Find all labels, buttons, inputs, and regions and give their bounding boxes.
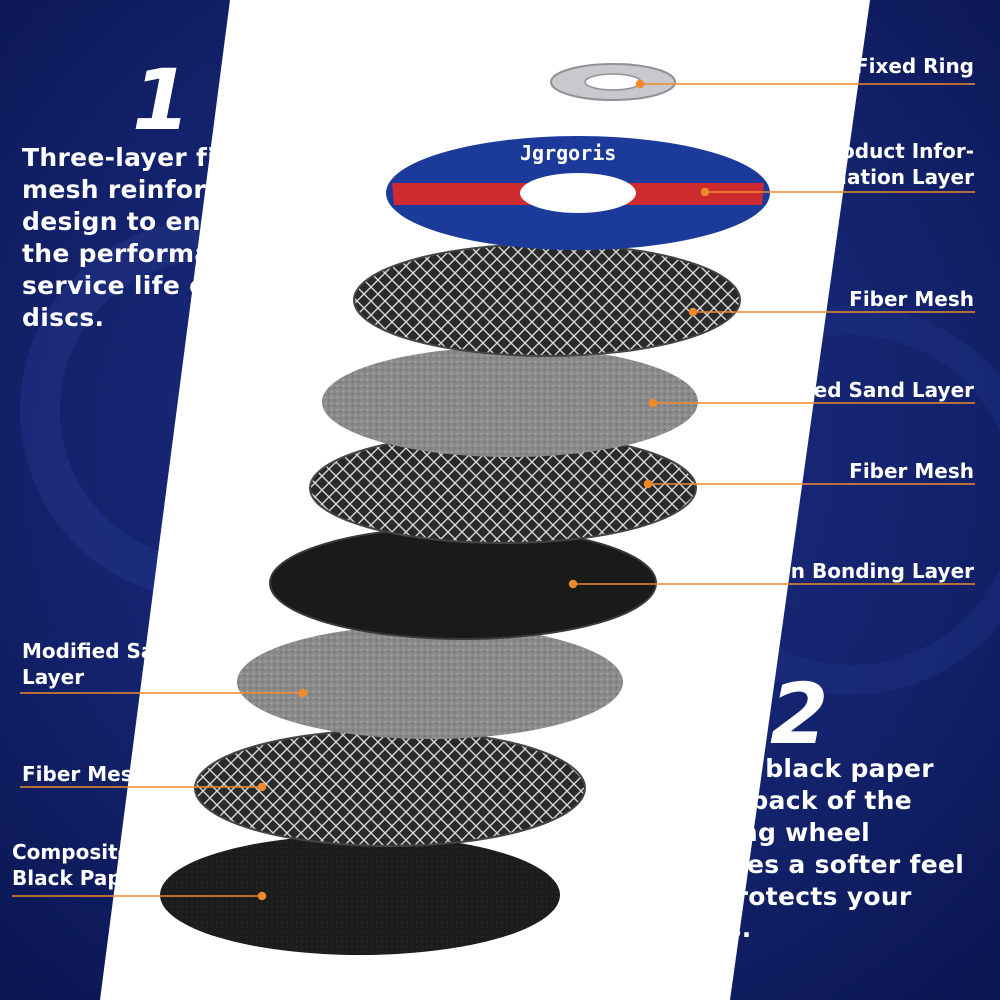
step-1-line: the performance and xyxy=(22,239,325,268)
step-2-number: 2 xyxy=(770,665,829,763)
step-1-line: Three-layer fiberglass xyxy=(22,143,339,172)
resin-bonding-disc xyxy=(269,526,657,640)
fiber-mesh-disc-top xyxy=(353,243,741,357)
label-modified-sand-top: Modified Sand Layer xyxy=(744,378,974,402)
step-2-line: grinding wheel xyxy=(655,818,871,847)
step-2-line: hands. xyxy=(655,914,752,943)
label-modified-sand-left-line: Layer xyxy=(22,665,85,689)
step-2-line: and protects your xyxy=(655,882,912,911)
label-modified-sand-left: Modified Sand Layer xyxy=(22,638,183,690)
label-modified-sand-left-line: Modified Sand xyxy=(22,639,183,663)
label-fiber-mesh-left: Fiber Mesh xyxy=(22,762,147,786)
label-composite-line: Black Paper xyxy=(12,866,146,890)
label-composite-black-paper: Composite Black Paper xyxy=(12,839,145,891)
modified-sand-disc-bottom xyxy=(237,625,623,739)
leader-lines xyxy=(12,79,975,901)
step-1-line: service life of grinding xyxy=(22,271,348,300)
step-1-line: design to enhance xyxy=(22,207,287,236)
step-1-number: 1 xyxy=(132,51,191,149)
label-fiber-mesh-mid: Fiber Mesh xyxy=(849,459,974,483)
step-1-line: discs. xyxy=(22,303,105,332)
fiber-mesh-disc-bottom xyxy=(194,729,586,847)
label-product-info-line: Mation Layer xyxy=(827,165,974,189)
step-2-line: Adding black paper xyxy=(655,754,934,783)
step-2-line: to the back of the xyxy=(655,786,913,815)
label-resin-bonding: Resin Bonding Layer xyxy=(743,559,974,583)
composite-black-paper-disc xyxy=(160,835,560,955)
disc-brand-text: Jgrgoris xyxy=(520,141,616,165)
step-1-description: Three-layer fiberglass mesh reinforcemen… xyxy=(22,142,352,334)
label-fixed-ring: Fixed Ring xyxy=(854,54,974,78)
fixed-ring xyxy=(550,63,676,101)
label-product-info: Product Infor- Mation Layer xyxy=(817,138,974,190)
label-fiber-mesh-top: Fiber Mesh xyxy=(849,287,974,311)
product-info-disc: Jgrgoris xyxy=(386,136,770,250)
step-2-description: Adding black paper to the back of the gr… xyxy=(655,753,985,945)
step-1-line: mesh reinforcement xyxy=(22,175,313,204)
step-2-line: provides a softer feel xyxy=(655,850,965,879)
label-composite-line: Composite xyxy=(12,840,132,864)
label-product-info-line: Product Infor- xyxy=(816,139,974,163)
modified-sand-disc-top xyxy=(322,347,698,457)
